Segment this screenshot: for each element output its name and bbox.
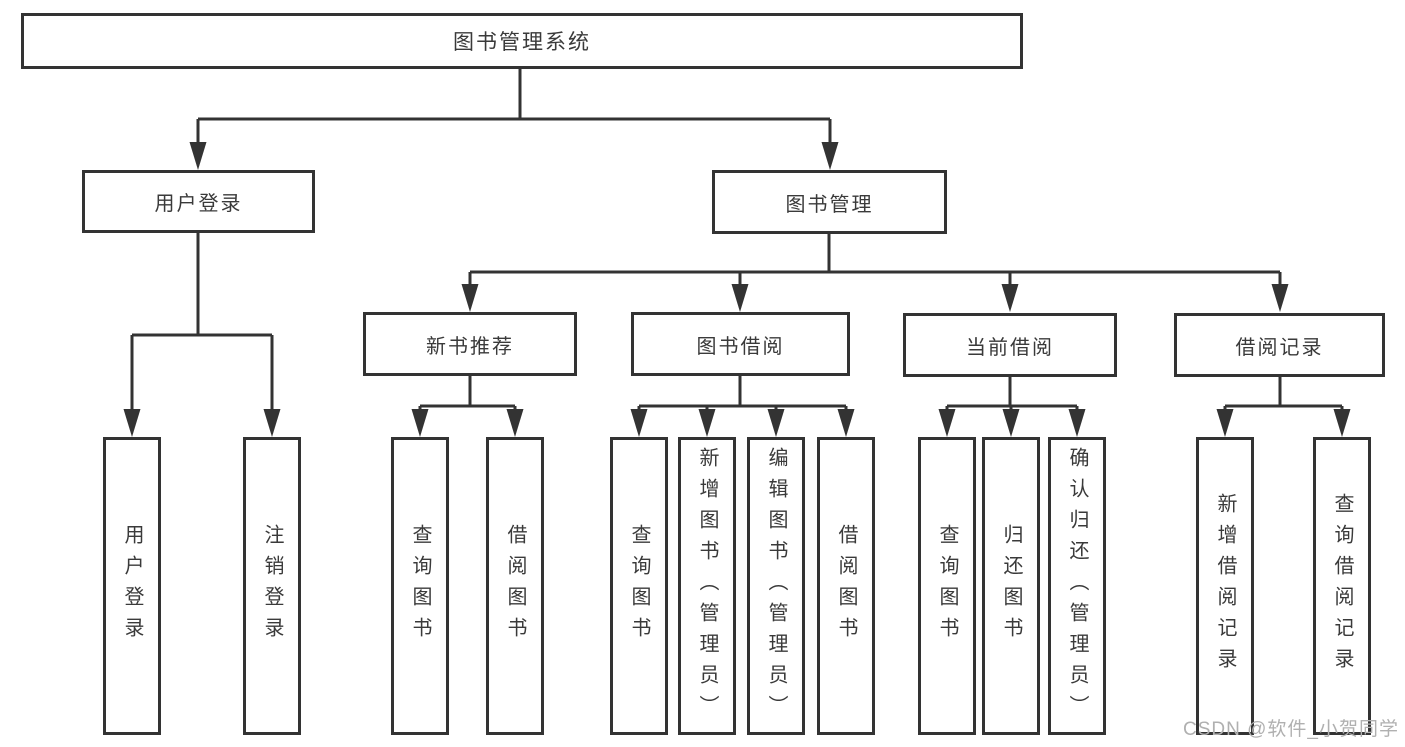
leaf-borrow-books-2: 借阅图书 (817, 437, 875, 735)
leaf-query-books-3-label: 查询图书 (936, 524, 958, 648)
csdn-watermark: CSDN @软件_小贺同学 (1183, 719, 1399, 740)
leaf-edit-book-admin-label: 编辑图书（管理员） (765, 446, 787, 726)
leaf-borrow-books-1-label: 借阅图书 (504, 524, 526, 648)
leaf-confirm-return-admin: 确认归还（管理员） (1048, 437, 1106, 735)
node-new-book-recommend: 新书推荐 (363, 312, 577, 376)
leaf-query-books-1: 查询图书 (391, 437, 449, 735)
leaf-user-login: 用户登录 (103, 437, 161, 735)
node-book-management: 图书管理 (712, 170, 947, 234)
node-current-borrow: 当前借阅 (903, 313, 1117, 377)
leaf-add-book-admin-label: 新增图书（管理员） (696, 446, 718, 726)
leaf-query-borrow-record-label: 查询借阅记录 (1331, 493, 1353, 679)
leaf-logout-label: 注销登录 (261, 524, 283, 648)
leaf-borrow-books-1: 借阅图书 (486, 437, 544, 735)
node-book-borrow: 图书借阅 (631, 312, 850, 376)
leaf-add-borrow-record: 新增借阅记录 (1196, 437, 1254, 735)
node-user-login: 用户登录 (82, 170, 315, 233)
leaf-query-books-2-label: 查询图书 (628, 524, 650, 648)
leaf-return-book-label: 归还图书 (1000, 524, 1022, 648)
node-borrow-records: 借阅记录 (1174, 313, 1385, 377)
leaf-borrow-books-2-label: 借阅图书 (835, 524, 857, 648)
leaf-query-books-3: 查询图书 (918, 437, 976, 735)
leaf-query-books-1-label: 查询图书 (409, 524, 431, 648)
leaf-confirm-return-admin-label: 确认归还（管理员） (1066, 446, 1088, 726)
node-root-library-system: 图书管理系统 (21, 13, 1023, 69)
leaf-logout: 注销登录 (243, 437, 301, 735)
leaf-return-book: 归还图书 (982, 437, 1040, 735)
leaf-query-borrow-record: 查询借阅记录 (1313, 437, 1371, 735)
leaf-user-login-label: 用户登录 (121, 524, 143, 648)
leaf-add-borrow-record-label: 新增借阅记录 (1214, 493, 1236, 679)
leaf-add-book-admin: 新增图书（管理员） (678, 437, 736, 735)
leaf-edit-book-admin: 编辑图书（管理员） (747, 437, 805, 735)
leaf-query-books-2: 查询图书 (610, 437, 668, 735)
